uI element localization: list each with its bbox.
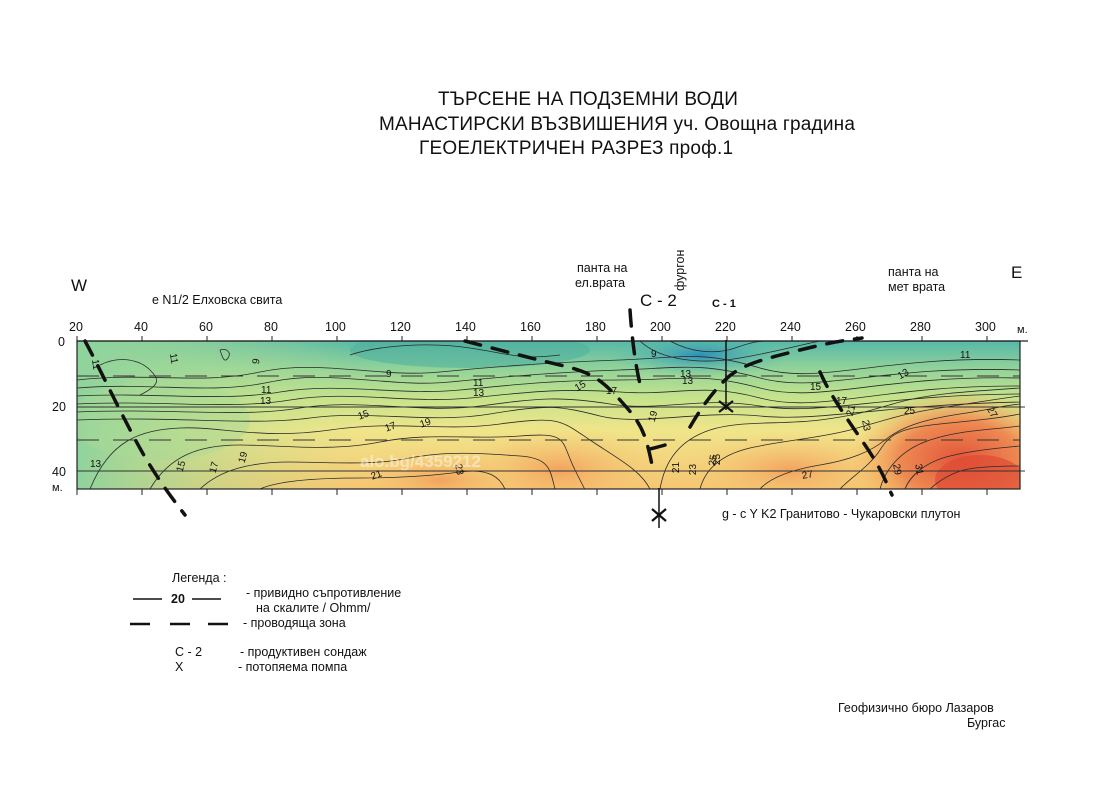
x-tick-label: 180: [585, 320, 606, 334]
contour-label: 13: [90, 459, 102, 470]
legend-well-symbol: С - 2: [175, 645, 203, 659]
contour-label: 31: [912, 463, 925, 476]
x-tick-label: 280: [910, 320, 931, 334]
legend-conductive-text: - проводяща зона: [243, 616, 346, 630]
x-tick-label: 140: [455, 320, 476, 334]
legend-heading: Легенда :: [172, 571, 227, 585]
x-tick-label: 260: [845, 320, 866, 334]
x-tick-label: 120: [390, 320, 411, 334]
contour-label: 13: [682, 376, 694, 387]
contour-label: 11: [473, 378, 484, 389]
contour-label: 11: [261, 385, 272, 396]
title-line-3: ГЕОЕЛЕКТРИЧЕН РАЗРЕЗ проф.1: [419, 138, 734, 159]
formation-bottom-label: g - c Y K2 Гранитово - Чукаровски плутон: [722, 507, 961, 521]
watermark: alo.bg/4359212: [360, 452, 481, 471]
west-label: W: [71, 276, 88, 295]
contour-label: 13: [473, 388, 485, 399]
contour-label: 11: [960, 350, 971, 361]
legend-resistivity-text-2: на скалите / Ohmm/: [256, 601, 371, 615]
credit-line-1: Геофизично бюро Лазаров: [838, 701, 994, 715]
well-c1-label: С - 1: [712, 298, 736, 310]
contour-label: 25: [707, 454, 720, 467]
legend-resistivity-value: 20: [171, 592, 185, 606]
legend-resistivity-text-1: - привидно съпротивление: [246, 586, 402, 600]
x-tick-label: 100: [325, 320, 346, 334]
legend-pump-text: - потопяема помпа: [238, 660, 348, 674]
gate1-label-line2: ел.врата: [575, 276, 626, 290]
contour-label: 11: [166, 352, 180, 365]
contour-label: 9: [386, 369, 392, 380]
contour-label: 17: [606, 386, 618, 397]
x-tick-label: 20: [69, 320, 83, 334]
x-tick-label: 60: [199, 320, 213, 334]
y-axis-unit: м.: [52, 482, 63, 494]
contour-label: 11: [88, 358, 102, 371]
contour-label: 23: [688, 463, 700, 476]
formation-top-label: e N1/2 Елховска свита: [152, 293, 283, 307]
x-tick-label: 40: [134, 320, 148, 334]
gate1-label-line1: панта на: [577, 261, 628, 275]
contour-label: 23: [859, 419, 872, 432]
contour-label: 15: [810, 382, 822, 393]
contour-label: 25: [904, 406, 916, 417]
legend-well-text: - продуктивен сондаж: [240, 645, 367, 659]
title-line-2: МАНАСТИРСКИ ВЪЗВИШЕНИЯ уч. Овощна градин…: [379, 114, 856, 135]
y-tick-label: 40: [52, 465, 66, 479]
gate2-label-line1: панта на: [888, 265, 939, 279]
x-tick-label: 220: [715, 320, 736, 334]
x-tick-label: 240: [780, 320, 801, 334]
contour-label: 17: [836, 396, 848, 407]
contour-label: 13: [260, 396, 272, 407]
contour-label: 27: [801, 469, 814, 482]
x-tick-label: 160: [520, 320, 541, 334]
contour-label: 9: [651, 349, 657, 360]
y-tick-label: 0: [58, 335, 65, 349]
x-axis-unit: м.: [1017, 324, 1028, 336]
legend-pump-symbol: Х: [175, 660, 184, 674]
credit-line-2: Бургас: [967, 716, 1006, 730]
contour-label: 13: [680, 369, 692, 380]
gate2-label-line2: мет врата: [888, 280, 946, 294]
x-tick-label: 80: [264, 320, 278, 334]
y-tick-label: 20: [52, 400, 66, 414]
contour-label: 21: [671, 461, 683, 474]
x-tick-label: 200: [650, 320, 671, 334]
x-tick-label: 300: [975, 320, 996, 334]
title-line-1: ТЪРСЕНЕ НА ПОДЗЕМНИ ВОДИ: [438, 89, 739, 110]
contour-label: 29: [890, 463, 903, 476]
east-label: E: [1011, 263, 1023, 282]
well-c2-label: С - 2: [640, 291, 677, 310]
